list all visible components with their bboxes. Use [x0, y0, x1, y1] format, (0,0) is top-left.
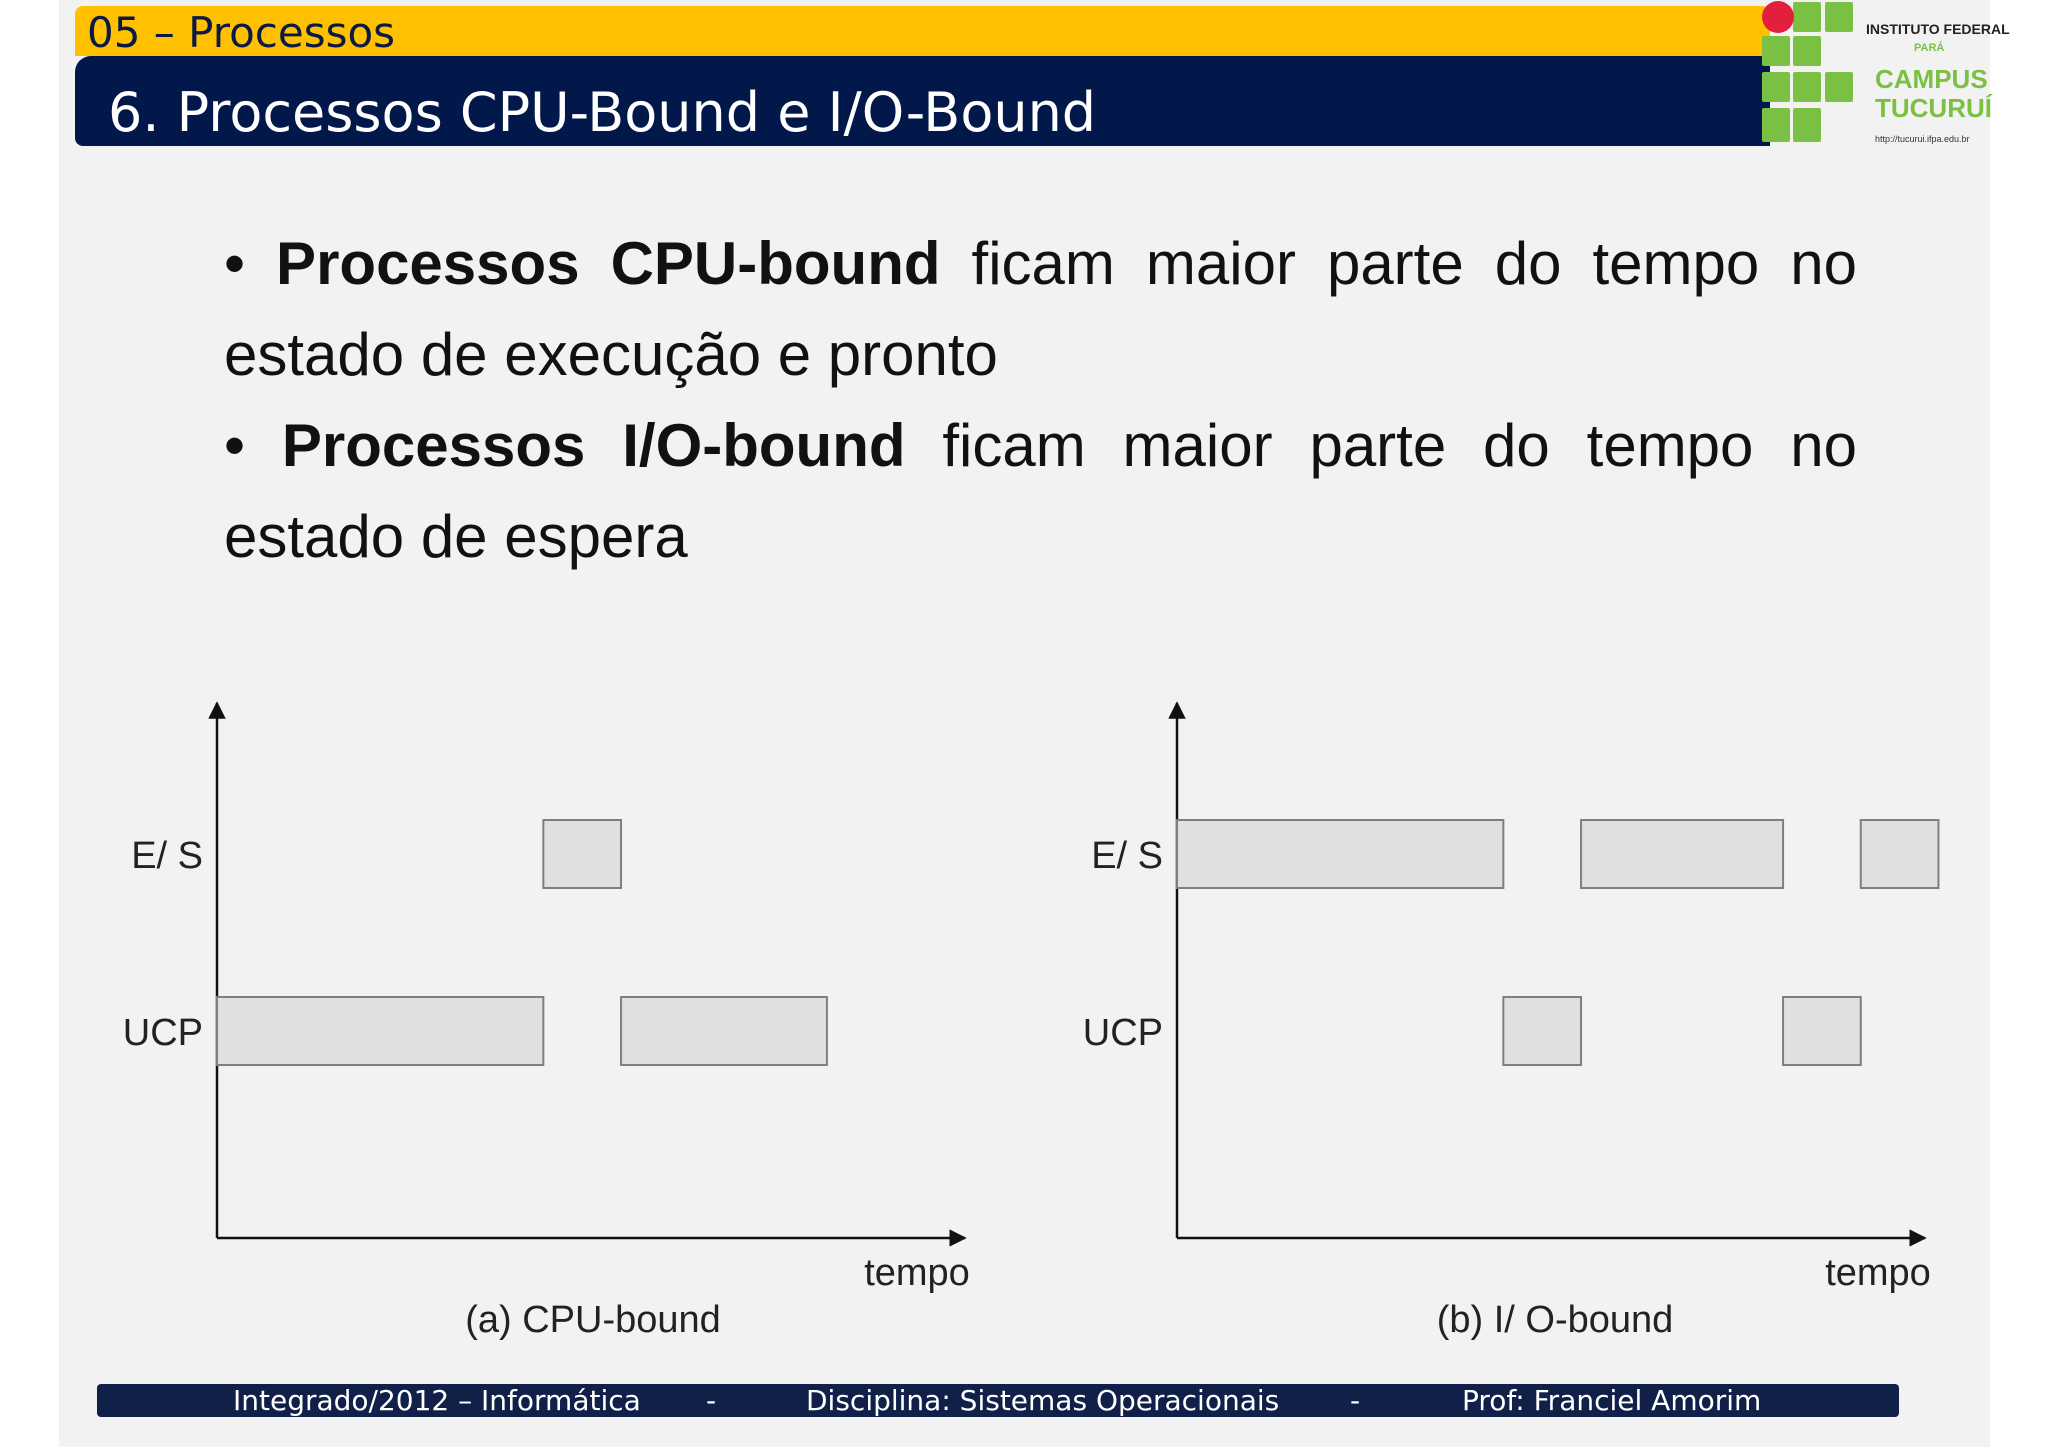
- diagram-io-bound: E/ S UCP tempo (b) I/ O-bound: [1083, 701, 1940, 1341]
- timeline-bar: [1580, 819, 1785, 889]
- bullet-cpu-bound: • Processos CPU-bound ficam maior parte …: [224, 230, 1857, 388]
- bullet-text: ficam maior parte do tempo no estado de …: [224, 230, 1857, 388]
- logo-url: http://tucurui.ifpa.edu.br: [1875, 134, 1970, 144]
- timeline-bar: [1176, 819, 1505, 889]
- row-label: UCP: [1083, 1012, 1163, 1054]
- footer-professor: Prof: Franciel Amorim: [1462, 1384, 1762, 1417]
- timeline-bar: [1502, 996, 1583, 1066]
- timeline-bar: [542, 819, 623, 889]
- logo-line-state: PARÁ: [1914, 42, 1945, 54]
- row-label: UCP: [123, 1012, 203, 1054]
- timeline-bar: [216, 996, 545, 1066]
- logo-line-institute: INSTITUTO FEDERAL: [1866, 21, 2010, 37]
- slide-title: 6. Processos CPU-Bound e I/O-Bound: [108, 81, 1097, 144]
- institute-logo: INSTITUTO FEDERAL PARÁ CAMPUS TUCURUÍ ht…: [1762, 0, 2010, 150]
- title-bar: [75, 56, 1770, 146]
- section-label: 05 – Processos: [87, 8, 396, 57]
- footer-discipline: Disciplina: Sistemas Operacionais: [806, 1384, 1280, 1417]
- timeline-bar: [1859, 819, 1940, 889]
- footer-course: Integrado/2012 – Informática: [233, 1384, 641, 1417]
- row-label: E/ S: [1091, 835, 1163, 877]
- footer-separator: -: [1350, 1384, 1361, 1417]
- footer-bar: [97, 1384, 1899, 1417]
- timeline-bar: [1782, 996, 1862, 1066]
- diagram-caption: (a) CPU-bound: [465, 1299, 721, 1341]
- bullet-list: • Processos CPU-bound ficam maior parte …: [224, 218, 1857, 582]
- row-label: E/ S: [131, 835, 203, 877]
- bullet-io-bound: • Processos I/O-bound ficam maior parte …: [224, 412, 1858, 570]
- timeline-bar: [620, 996, 828, 1066]
- slide-background: [59, 0, 1990, 1447]
- logo-grid-icon: [1762, 1, 1853, 142]
- x-axis-label: tempo: [1825, 1252, 1931, 1294]
- logo-line-campus: CAMPUS: [1875, 64, 1988, 94]
- logo-line-city: TUCURUÍ: [1875, 93, 1992, 123]
- bullet-term: Processos I/O-bound: [281, 412, 906, 479]
- section-bar: [75, 6, 1770, 56]
- diagram-caption: (b) I/ O-bound: [1437, 1299, 1674, 1341]
- bullet-text: ficam maior parte do tempo no estado de …: [224, 412, 1858, 570]
- diagram-cpu-bound: E/ S UCP tempo (a) CPU-bound: [123, 701, 970, 1341]
- bullet-term: Processos CPU-bound: [276, 230, 941, 297]
- x-axis-label: tempo: [864, 1252, 970, 1294]
- footer-separator: -: [706, 1384, 717, 1417]
